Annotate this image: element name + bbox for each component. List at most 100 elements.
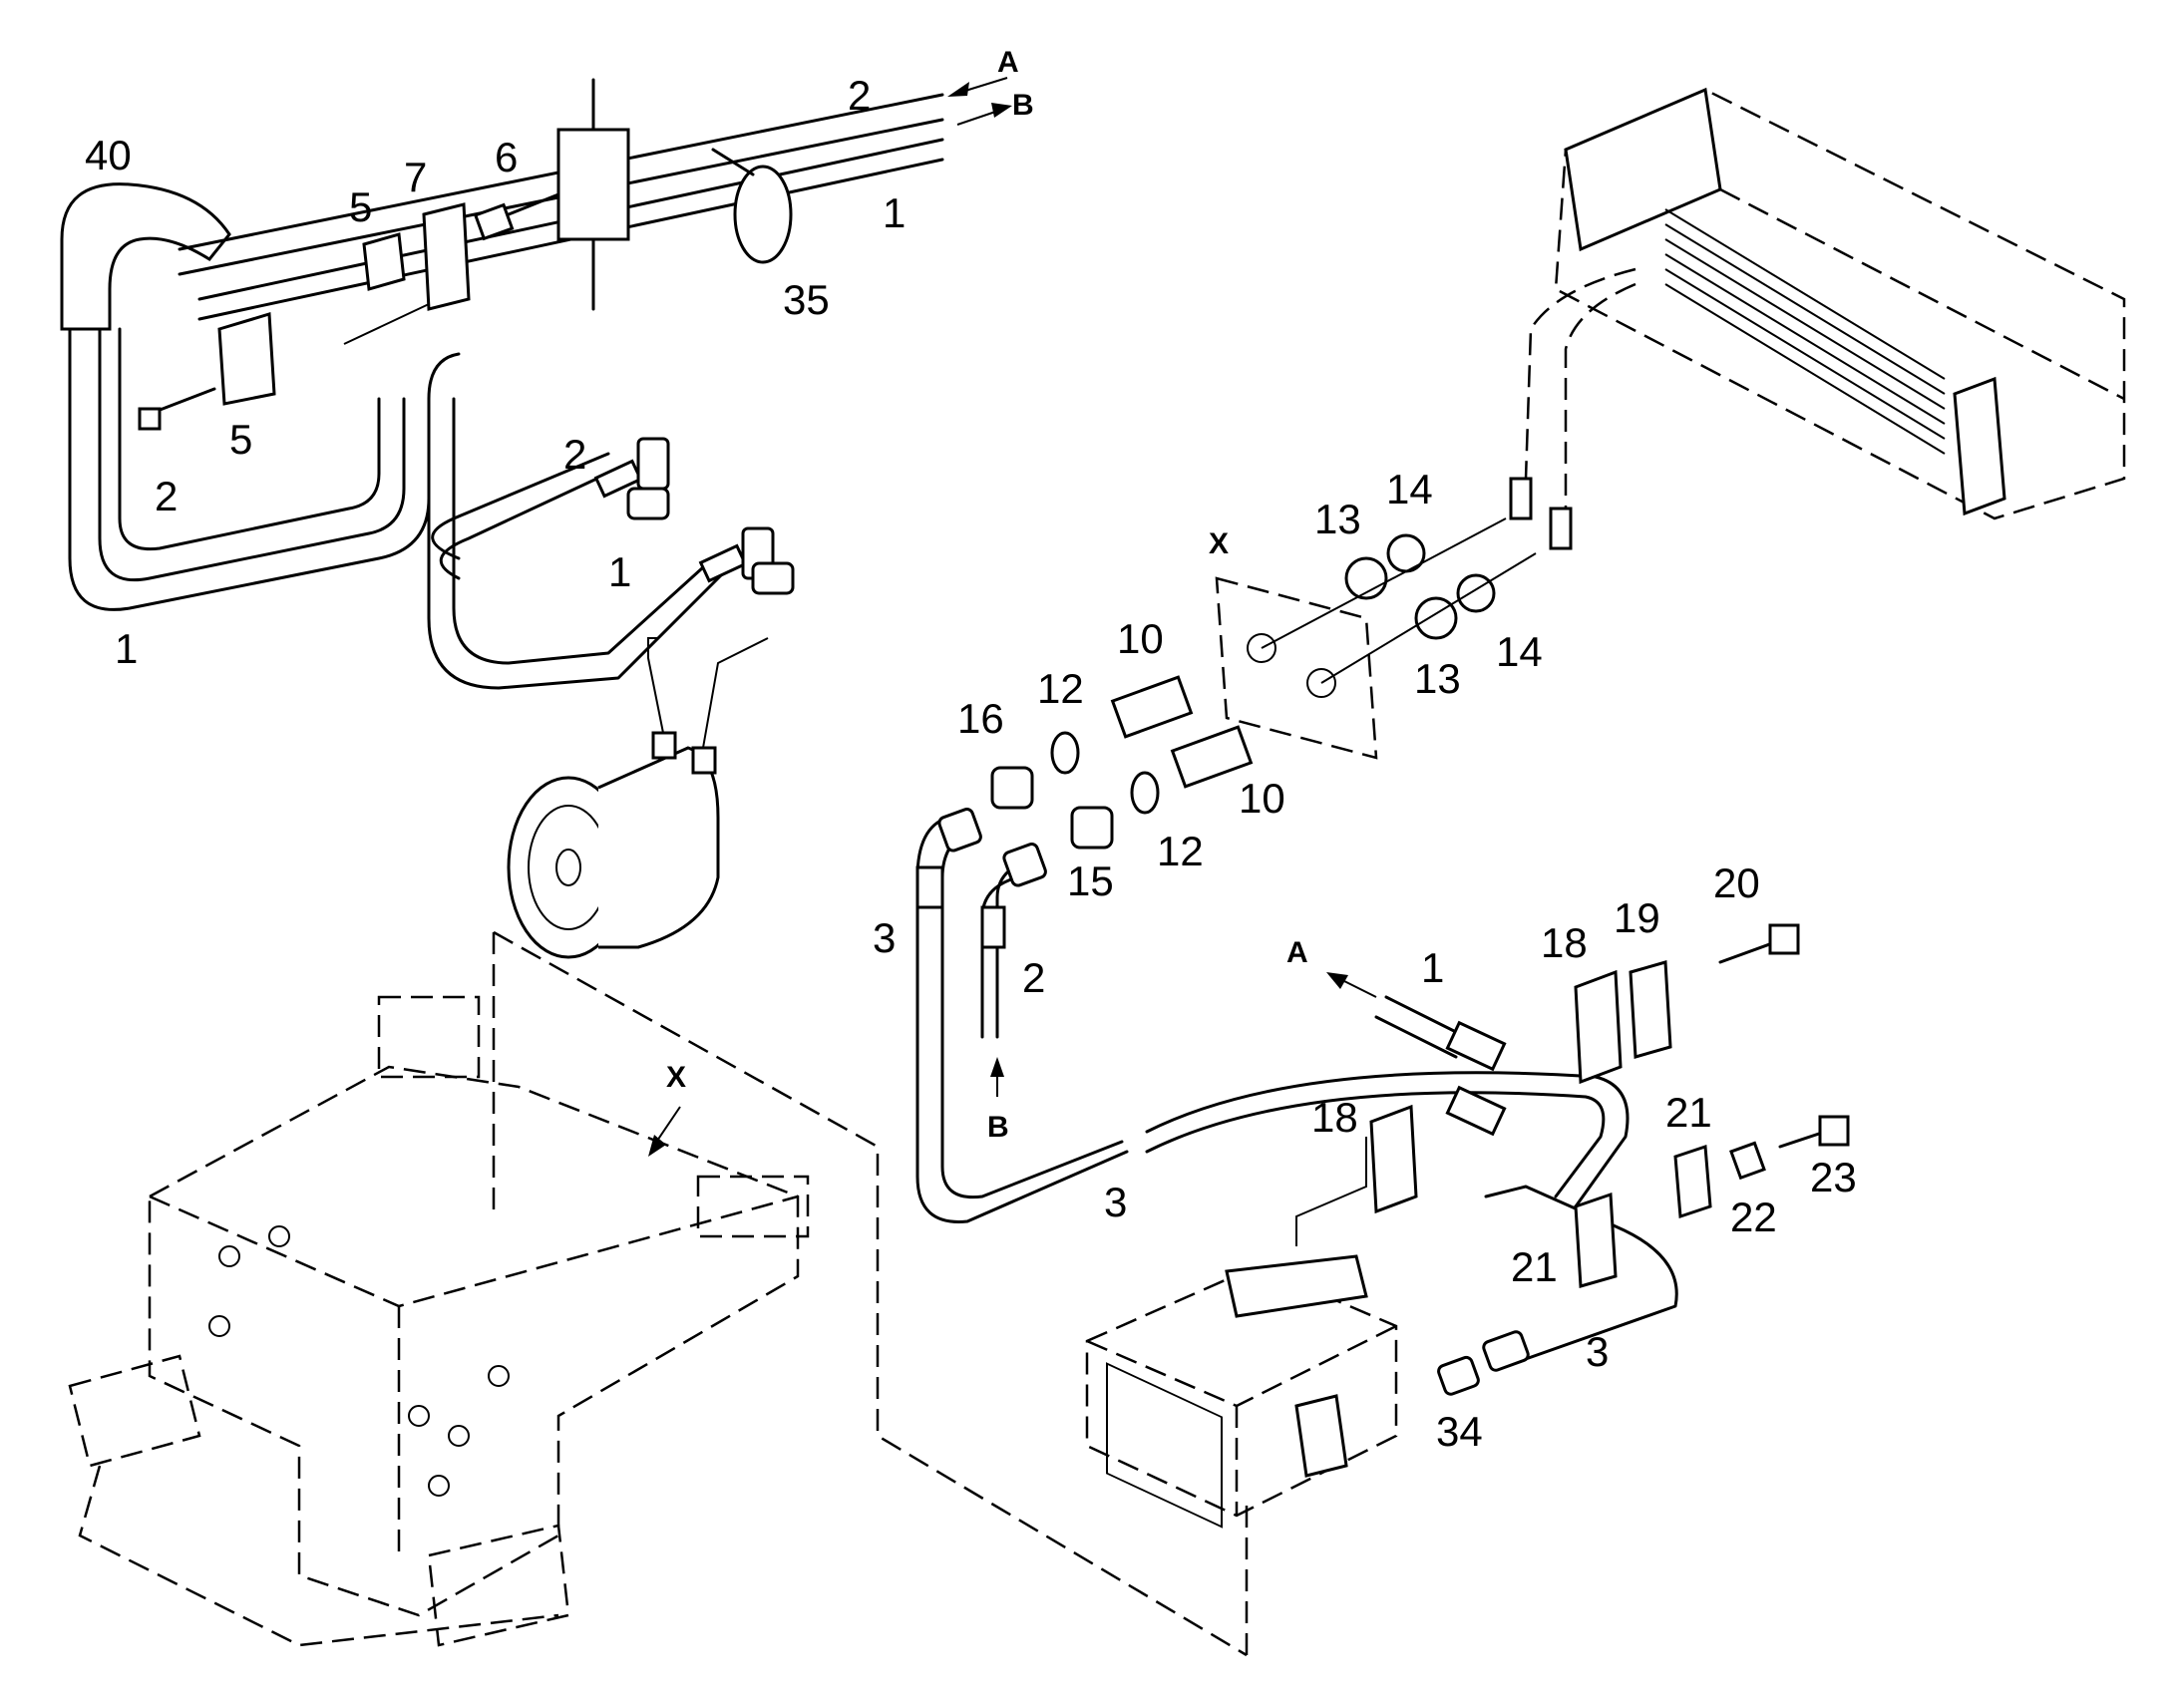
arrow-b-top-head [991, 103, 1012, 118]
heater-box-top-edge [1086, 1324, 1397, 1408]
hose-ferrule-1 [698, 543, 748, 583]
callout-1-right: 1 [1421, 944, 1444, 991]
callout-a-top: A [997, 46, 1019, 79]
callout-7: 7 [404, 154, 427, 200]
bulkhead-fittings [990, 675, 1254, 850]
hose-part-3-right-inner [1145, 1091, 1606, 1198]
leader-5 [343, 303, 430, 345]
washer-part-22 [1729, 1141, 1766, 1181]
callout-3-bottom: 3 [1104, 1179, 1127, 1225]
o-ring-part-12-lower [1130, 771, 1160, 815]
top-direction-arrows [947, 77, 1012, 126]
top-clamp-hardware [138, 78, 793, 431]
chassis-side-tower [696, 1175, 810, 1238]
nut-fitting-2 [626, 487, 670, 520]
compressor-port-a [651, 731, 677, 760]
chassis-top-edge [149, 1195, 799, 1308]
callout-2-top: 2 [848, 72, 871, 119]
hose-to-compressor-1b [452, 397, 715, 665]
cable-tie-part-35 [733, 165, 793, 264]
hose-to-compressor-2 [439, 467, 620, 580]
callout-2-mid: 2 [563, 431, 586, 478]
hose-ferrule-3 [915, 865, 944, 909]
hose-ferrule-1-right [1445, 1020, 1507, 1072]
heater-grille [1106, 1362, 1223, 1529]
hose-nut-3-lower [1482, 1330, 1530, 1372]
elbow-fitting-2 [636, 437, 670, 491]
callout-15: 15 [1067, 857, 1114, 904]
leader-panel-upper [1261, 517, 1507, 649]
arrow-x-chassis-head [648, 1135, 666, 1157]
callout-21-lower: 21 [1511, 1243, 1558, 1290]
hose-loop-2 [118, 327, 381, 551]
elbow-nut-3 [937, 808, 982, 853]
callout-18-lower: 18 [1311, 1094, 1358, 1141]
o-ring-part-12-upper [1050, 731, 1080, 775]
compressor-body [597, 746, 720, 949]
callout-10-upper: 10 [1117, 615, 1164, 662]
leader-panel-lower [1320, 552, 1537, 684]
bulkhead-hole-1 [1247, 633, 1276, 663]
callout-23: 23 [1810, 1154, 1857, 1200]
callout-3-right: 3 [1586, 1328, 1609, 1375]
adapter-part-15 [1070, 806, 1114, 850]
evaporator-pipe-2 [1564, 282, 1636, 509]
callout-35: 35 [783, 276, 830, 323]
heater-box-outline [1085, 1264, 1398, 1518]
nut-fitting-1 [751, 561, 795, 595]
compressor-leader-b [702, 637, 769, 749]
clamp-plate-part-19 [1629, 960, 1672, 1059]
hose-loop-1 [68, 327, 461, 611]
clamp-half-part-5-upper [362, 232, 406, 291]
chassis-holes [208, 1225, 510, 1497]
compressor [507, 637, 769, 959]
callout-1-top: 1 [883, 189, 906, 236]
callout-b-top: B [1012, 89, 1034, 122]
callout-1-mid: 1 [608, 548, 631, 595]
chassis-lower-link [78, 1465, 559, 1647]
clamp-half-part-5-lower [217, 312, 276, 406]
callout-6: 6 [495, 134, 518, 180]
cable-tie-tail [711, 148, 755, 176]
callout-3-left: 3 [873, 914, 896, 961]
heater-bracket [1294, 1394, 1348, 1478]
evaporator-side-bracket [1953, 376, 2006, 516]
callout-40: 40 [85, 132, 132, 178]
callout-34: 34 [1436, 1408, 1483, 1455]
bolt-head-part-23 [1818, 1115, 1850, 1147]
nut-part-14-lower [1456, 573, 1496, 613]
hose-to-compressor-1 [427, 397, 730, 690]
callout-x-chassis: X [666, 1061, 686, 1094]
callout-labels: 40 5 7 6 2 A B 1 35 5 2 2 1 1 X 13 14 13… [85, 46, 1857, 1455]
arrow-a-top-head [947, 82, 969, 97]
evaporator-housing-outline [1554, 88, 2126, 520]
callout-16: 16 [957, 695, 1004, 742]
clamp-part-21-right [1673, 1144, 1712, 1219]
clamp-plate-part-7 [422, 202, 471, 311]
callout-2-mid-lower: 2 [1022, 954, 1045, 1001]
bolt-head-part-20 [1768, 923, 1800, 955]
evaporator-pipe-1 [1524, 267, 1636, 480]
bulkhead-hole-2 [1306, 668, 1336, 698]
callout-5-lower: 5 [229, 416, 252, 463]
callout-5-upper: 5 [349, 183, 372, 230]
callout-10-lower: 10 [1239, 775, 1285, 822]
hose-part-3-left [915, 816, 1129, 1223]
chassis-outline [148, 1065, 800, 1617]
bulkhead-panel [1215, 517, 1537, 760]
callout-18-upper: 18 [1541, 919, 1588, 966]
bolt-part-23 [1778, 1130, 1827, 1149]
callout-13-upper: 13 [1314, 496, 1361, 542]
union-part-10-lower [1170, 725, 1254, 789]
callout-12-lower: 12 [1157, 828, 1204, 874]
hose-part-3-lower [1484, 1185, 1678, 1368]
chassis-tower [377, 995, 481, 1079]
chassis-frame [68, 930, 1249, 1657]
arrow-b-mid-head [990, 1057, 1004, 1077]
bolt-part-20 [1718, 940, 1777, 964]
compressor-leader-a [647, 637, 664, 734]
upper-hose-assembly [60, 93, 944, 690]
fitting-part-34 [1437, 1355, 1480, 1396]
